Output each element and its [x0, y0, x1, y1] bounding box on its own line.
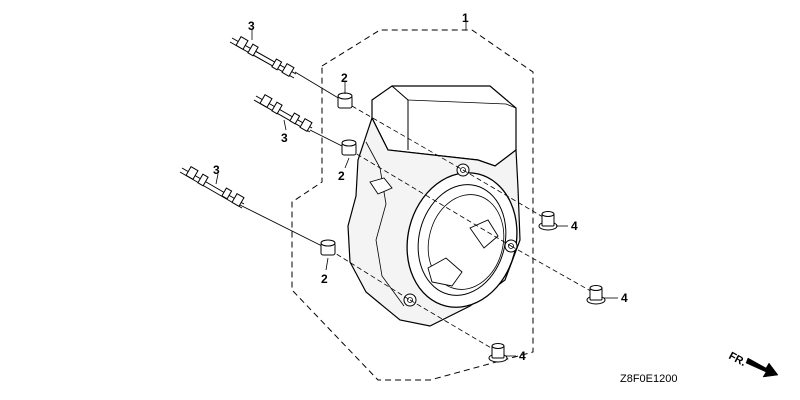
fan-cover-housing — [347, 85, 521, 327]
collar-2-top — [337, 92, 353, 109]
assembly-lines — [329, 101, 597, 353]
stud-bolt-3-top — [229, 35, 297, 79]
callout-4-middle: 4 — [621, 291, 628, 305]
bolt-leader-lines — [239, 71, 351, 251]
callout-1-housing: 1 — [462, 11, 469, 25]
callout-3-top: 3 — [248, 19, 255, 33]
flange-nut-4-top — [538, 211, 558, 231]
front-direction-label: FR. — [727, 350, 748, 369]
callout-leaders — [215, 20, 618, 357]
callout-3-middle: 3 — [281, 131, 288, 145]
front-direction-indicator: FR. — [727, 350, 779, 378]
flange-nut-4-bottom — [488, 343, 508, 363]
assembly-boundary — [291, 29, 534, 381]
stud-bolt-3-bottom — [179, 165, 245, 209]
callout-3-bottom: 3 — [213, 163, 220, 177]
front-direction-arrow-icon — [745, 357, 779, 378]
flange-nut-4-middle — [586, 285, 606, 305]
diagram-code: Z8F0E1200 — [620, 373, 677, 385]
collar-2-bottom — [320, 239, 336, 256]
collar-2-middle — [341, 139, 357, 156]
callout-2-middle: 2 — [338, 169, 345, 183]
callout-4-top: 4 — [571, 219, 578, 233]
callout-4-bottom: 4 — [519, 349, 526, 363]
stud-bolt-3-middle — [253, 93, 313, 133]
callout-2-bottom: 2 — [321, 272, 328, 286]
callout-2-top: 2 — [341, 71, 348, 85]
